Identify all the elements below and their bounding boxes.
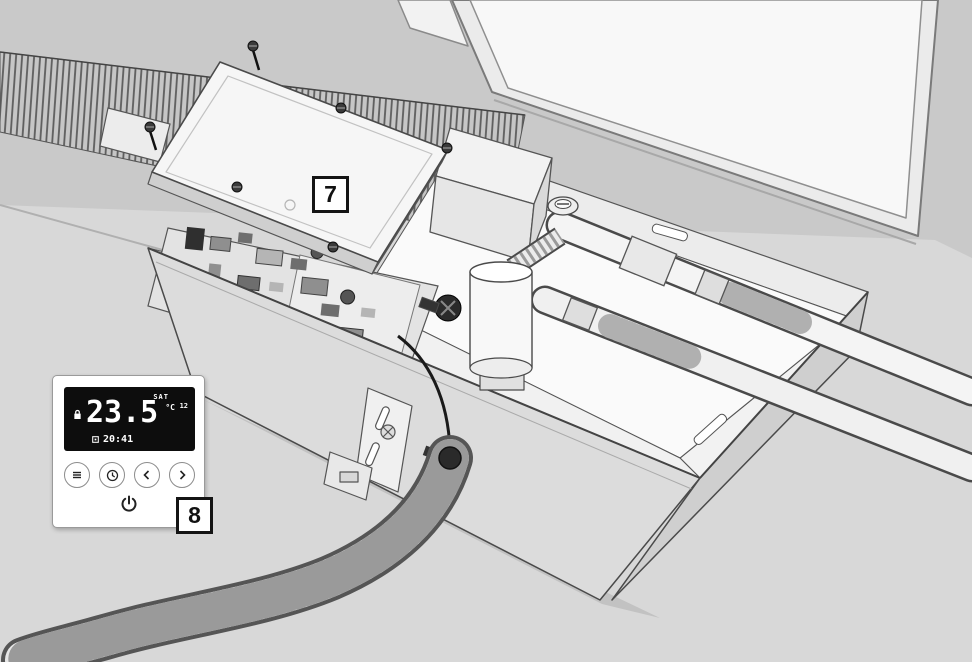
next-button <box>169 462 195 488</box>
cover-plate <box>144 40 453 275</box>
display-aux: 12 <box>179 402 188 410</box>
actuator-body <box>469 271 533 369</box>
vent-slot <box>651 223 688 242</box>
air-vent-cap <box>547 196 579 216</box>
power-cable <box>397 334 452 451</box>
thermostat-buttons <box>64 462 195 488</box>
display-day: SAT <box>153 393 169 401</box>
window-pane <box>469 0 923 219</box>
vent-slot <box>693 413 728 445</box>
valve-body <box>618 235 678 287</box>
corrugated-coupler <box>718 282 812 334</box>
hex-nut <box>694 269 730 305</box>
display-time-row: 20:41 <box>92 434 133 445</box>
pipe-fittings <box>561 235 730 332</box>
thermostat-display: SAT °C 12 23.5 20:41 <box>64 387 195 451</box>
calendar-icon <box>92 436 99 443</box>
lock-icon <box>73 407 82 419</box>
callout-8-thermostat: 8 <box>176 497 213 534</box>
chevron-left-icon <box>143 470 150 480</box>
corrugated-coupler <box>598 314 702 369</box>
display-temperature: 23.5 <box>86 395 159 430</box>
callout-7-cover-plate: 7 <box>312 176 349 213</box>
hose-fitting <box>438 446 462 470</box>
power-icon <box>121 495 136 512</box>
mounting-bracket <box>323 387 413 501</box>
wall-floor-line <box>0 204 171 253</box>
hex-nut <box>561 296 599 332</box>
chevron-right-icon <box>179 470 186 480</box>
valve-actuator <box>418 196 579 391</box>
actuator-top <box>469 261 533 283</box>
thermostat-panel: SAT °C 12 23.5 20:41 <box>52 375 205 528</box>
display-time: 20:41 <box>103 434 134 445</box>
clock-icon <box>106 469 118 481</box>
window <box>397 0 939 245</box>
menu-icon <box>73 471 81 479</box>
menu-button <box>64 462 90 488</box>
clock-button <box>99 462 125 488</box>
corrugated-hose <box>1 435 473 662</box>
cover-hole <box>284 199 296 211</box>
display-unit: °C <box>165 403 175 412</box>
window-sill <box>493 99 917 245</box>
trench-casing-outer <box>147 247 869 618</box>
prev-button <box>134 462 160 488</box>
power-button <box>53 494 204 514</box>
control-box <box>429 127 553 263</box>
screws <box>144 40 453 253</box>
pipes <box>530 210 972 483</box>
